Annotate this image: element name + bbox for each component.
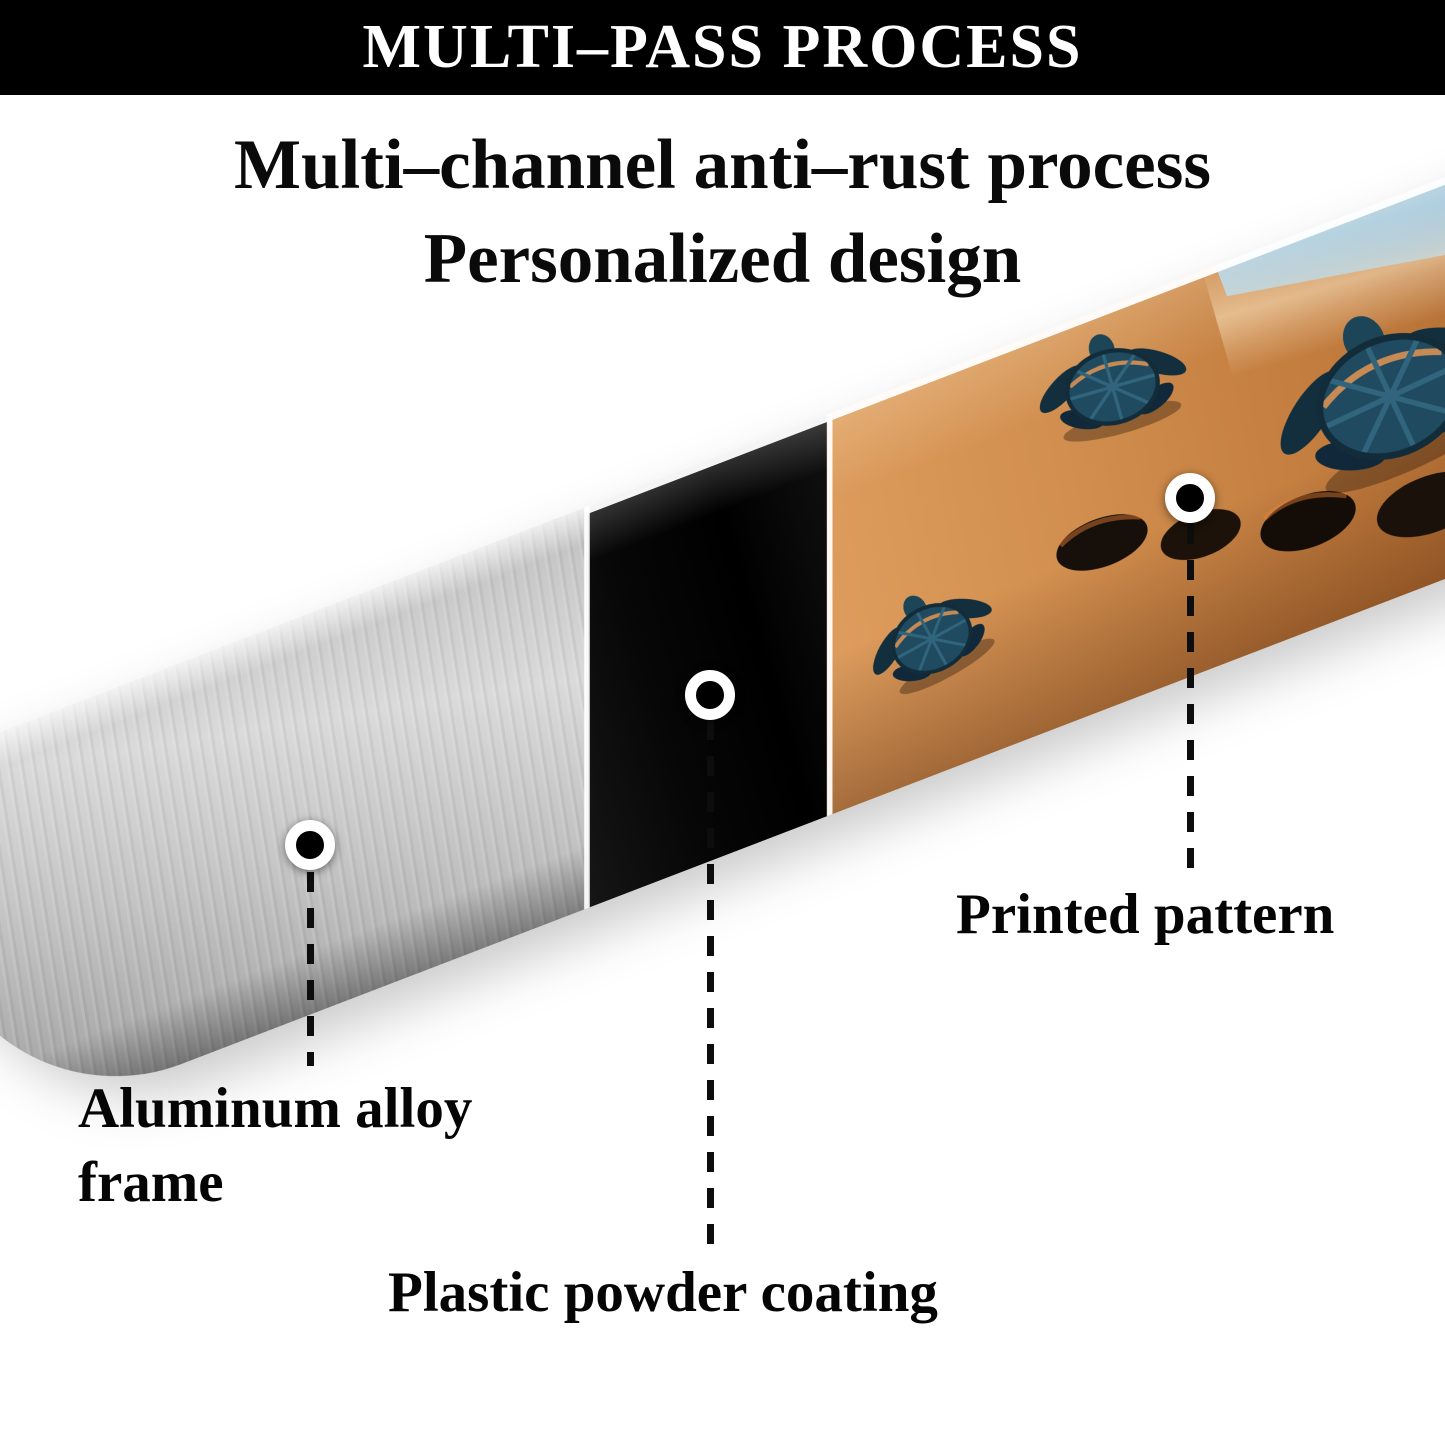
headline: Multi–channel anti–rust process Personal… — [0, 118, 1445, 307]
segment-printed-pattern — [692, 45, 1445, 816]
callout-dashed-line — [707, 720, 714, 1248]
label-powder-coating: Plastic powder coating — [388, 1261, 938, 1324]
rocks-illustration — [1037, 211, 1445, 722]
headline-line1: Multi–channel anti–rust process — [234, 126, 1211, 204]
callout-dot-icon — [685, 670, 735, 720]
callout-dot-icon — [285, 820, 335, 870]
top-banner: MULTI–PASS PROCESS — [0, 0, 1445, 95]
sea-turtle-illustration — [839, 553, 1021, 718]
callout-dashed-line — [1187, 524, 1194, 872]
banner-title: MULTI–PASS PROCESS — [362, 13, 1083, 81]
label-aluminum-frame: Aluminum alloy frame — [78, 1077, 473, 1215]
sea-turtle-illustration — [1013, 301, 1209, 462]
coating-edge-highlight — [584, 505, 590, 910]
headline-line2: Personalized design — [423, 220, 1022, 299]
frame-strip — [0, 45, 1445, 1131]
frame-photo — [0, 20, 1445, 1131]
pattern-edge-highlight — [826, 412, 833, 817]
label-printed-pattern: Printed pattern — [956, 883, 1335, 946]
callout-dot-icon — [1165, 473, 1215, 523]
callout-dashed-line — [307, 872, 314, 1066]
